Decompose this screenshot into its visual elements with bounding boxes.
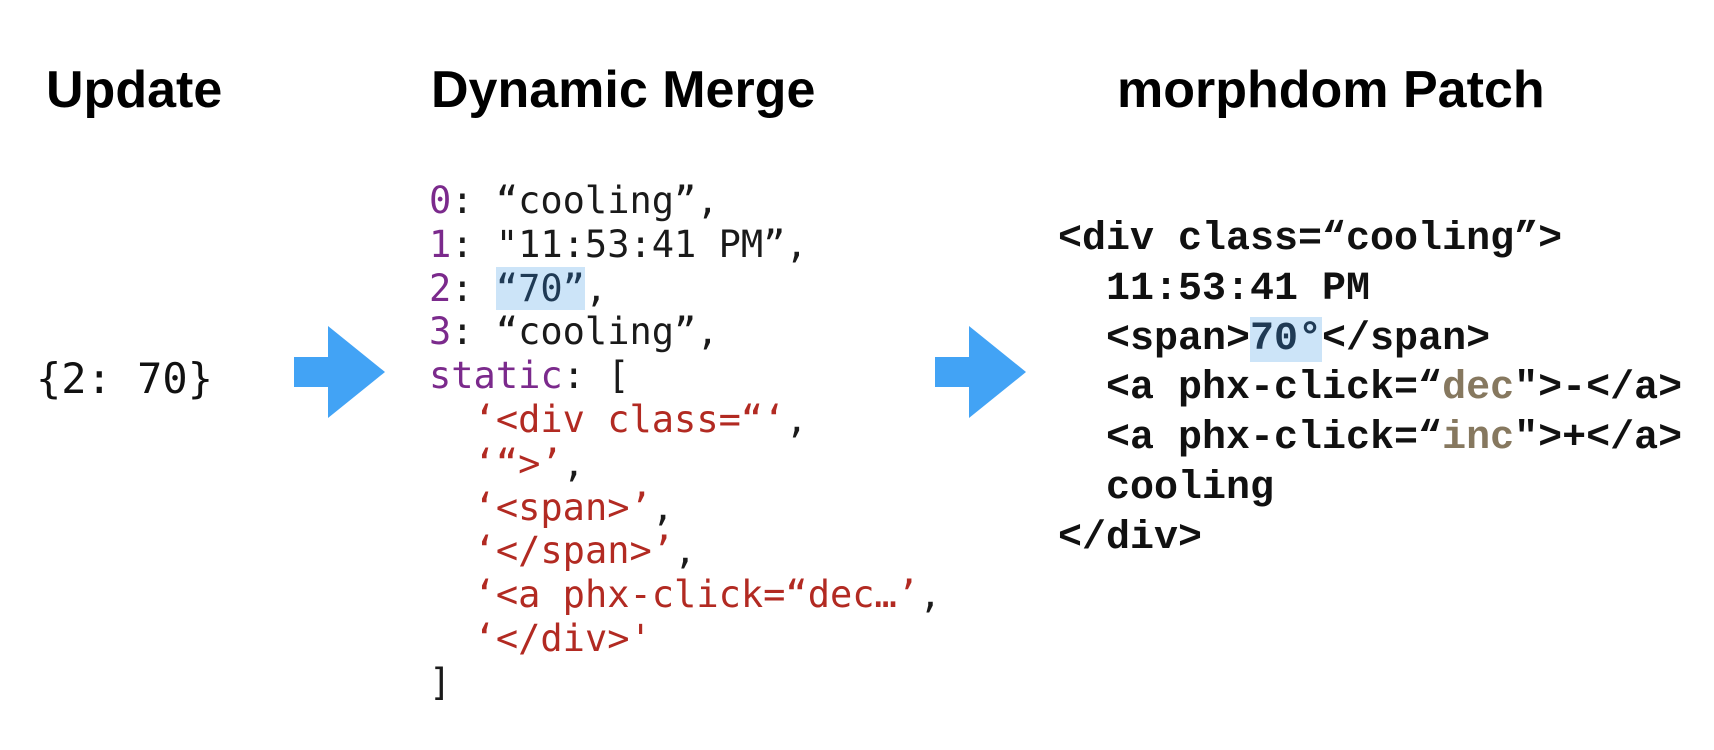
code-text: : "11:53:41 PM”, xyxy=(451,222,808,266)
merge-line: ] xyxy=(429,661,941,705)
arrow-shape xyxy=(294,326,385,418)
code-text xyxy=(429,617,474,660)
patch-line: </div> xyxy=(1058,514,1682,564)
merge-line: 2: “70”, xyxy=(429,266,941,311)
code-key: 3 xyxy=(429,310,452,354)
code-text: : “cooling”, xyxy=(451,310,719,354)
merge-line: ‘</div>' xyxy=(429,617,941,661)
attribute-value: dec xyxy=(1442,366,1515,412)
code-text: <div class=“cooling”> xyxy=(1058,217,1563,262)
code-key: static xyxy=(429,354,563,398)
code-text: <a phx-click=“ xyxy=(1058,366,1443,412)
highlighted-value: “70” xyxy=(495,266,585,310)
morphdom-patch-title: morphdom Patch xyxy=(1117,61,1545,119)
merge-line: ‘“>’, xyxy=(429,442,941,486)
code-text: , xyxy=(584,266,608,310)
merge-line: ‘</span>’, xyxy=(429,529,941,573)
code-key: 2 xyxy=(429,266,452,310)
code-text: <span> xyxy=(1058,316,1251,362)
merge-line: ‘<div class=“‘, xyxy=(429,398,941,442)
highlighted-value: 70° xyxy=(1250,316,1323,362)
code-text: : [ xyxy=(562,354,630,398)
code-text: , xyxy=(919,573,942,617)
code-text: ">+</a> xyxy=(1514,416,1683,462)
static-string: ‘<a phx-click=“dec…’ xyxy=(473,573,920,617)
patch-line: 11:53:41 PM xyxy=(1058,265,1682,315)
code-text: <a phx-click=“ xyxy=(1058,416,1443,462)
code-text: : xyxy=(451,266,496,310)
arrow-right-icon xyxy=(294,326,385,418)
code-text: ">-</a> xyxy=(1514,366,1683,412)
code-key: 0 xyxy=(429,179,452,222)
merge-line: ‘<span>’, xyxy=(429,486,941,530)
arrow-right-icon xyxy=(935,326,1026,418)
patch-line: cooling xyxy=(1058,464,1682,514)
merge-line: static: [ xyxy=(429,354,941,398)
update-title: Update xyxy=(46,61,223,119)
merge-line: ‘<a phx-click=“dec…’, xyxy=(429,573,942,617)
code-key: 1 xyxy=(429,222,452,266)
static-string: ‘“>’ xyxy=(473,441,563,485)
static-string: ‘</div>' xyxy=(473,616,652,660)
code-text: cooling xyxy=(1058,465,1275,511)
code-text: , xyxy=(674,529,697,573)
code-text xyxy=(429,486,474,529)
code-text: </span> xyxy=(1322,316,1491,362)
code-text: : “cooling”, xyxy=(451,179,719,222)
morphdom-patch-code: <div class=“cooling”> 11:53:41 PM <span>… xyxy=(1058,215,1682,564)
patch-line: <a phx-click=“dec">-</a> xyxy=(1058,364,1682,414)
patch-line: <div class=“cooling”> xyxy=(1058,215,1682,265)
static-string: ‘<span>’ xyxy=(473,485,652,529)
update-payload: {2: 70} xyxy=(36,354,214,403)
code-text: 11:53:41 PM xyxy=(1058,266,1371,312)
code-text: , xyxy=(651,485,675,529)
code-text: ] xyxy=(429,660,452,704)
dynamic-merge-title: Dynamic Merge xyxy=(431,61,816,119)
code-text xyxy=(429,529,474,572)
static-string: ‘<div class=“‘ xyxy=(473,397,786,441)
static-string: ‘</span>’ xyxy=(473,529,675,573)
code-text xyxy=(429,398,474,441)
code-text xyxy=(429,573,474,616)
code-text xyxy=(429,442,474,485)
merge-line: 1: "11:53:41 PM”, xyxy=(429,223,941,267)
code-text: , xyxy=(562,441,585,485)
dynamic-merge-code: 0: “cooling”,1: "11:53:41 PM”,2: “70”,3:… xyxy=(429,179,941,705)
patch-line: <a phx-click=“inc">+</a> xyxy=(1058,414,1682,464)
code-text: , xyxy=(785,397,808,441)
attribute-value: inc xyxy=(1442,416,1515,462)
patch-line: <span>70°</span> xyxy=(1058,315,1682,365)
merge-line: 3: “cooling”, xyxy=(429,310,941,354)
merge-line: 0: “cooling”, xyxy=(429,179,941,223)
arrow-shape xyxy=(935,326,1026,418)
code-text: </div> xyxy=(1058,515,1203,561)
